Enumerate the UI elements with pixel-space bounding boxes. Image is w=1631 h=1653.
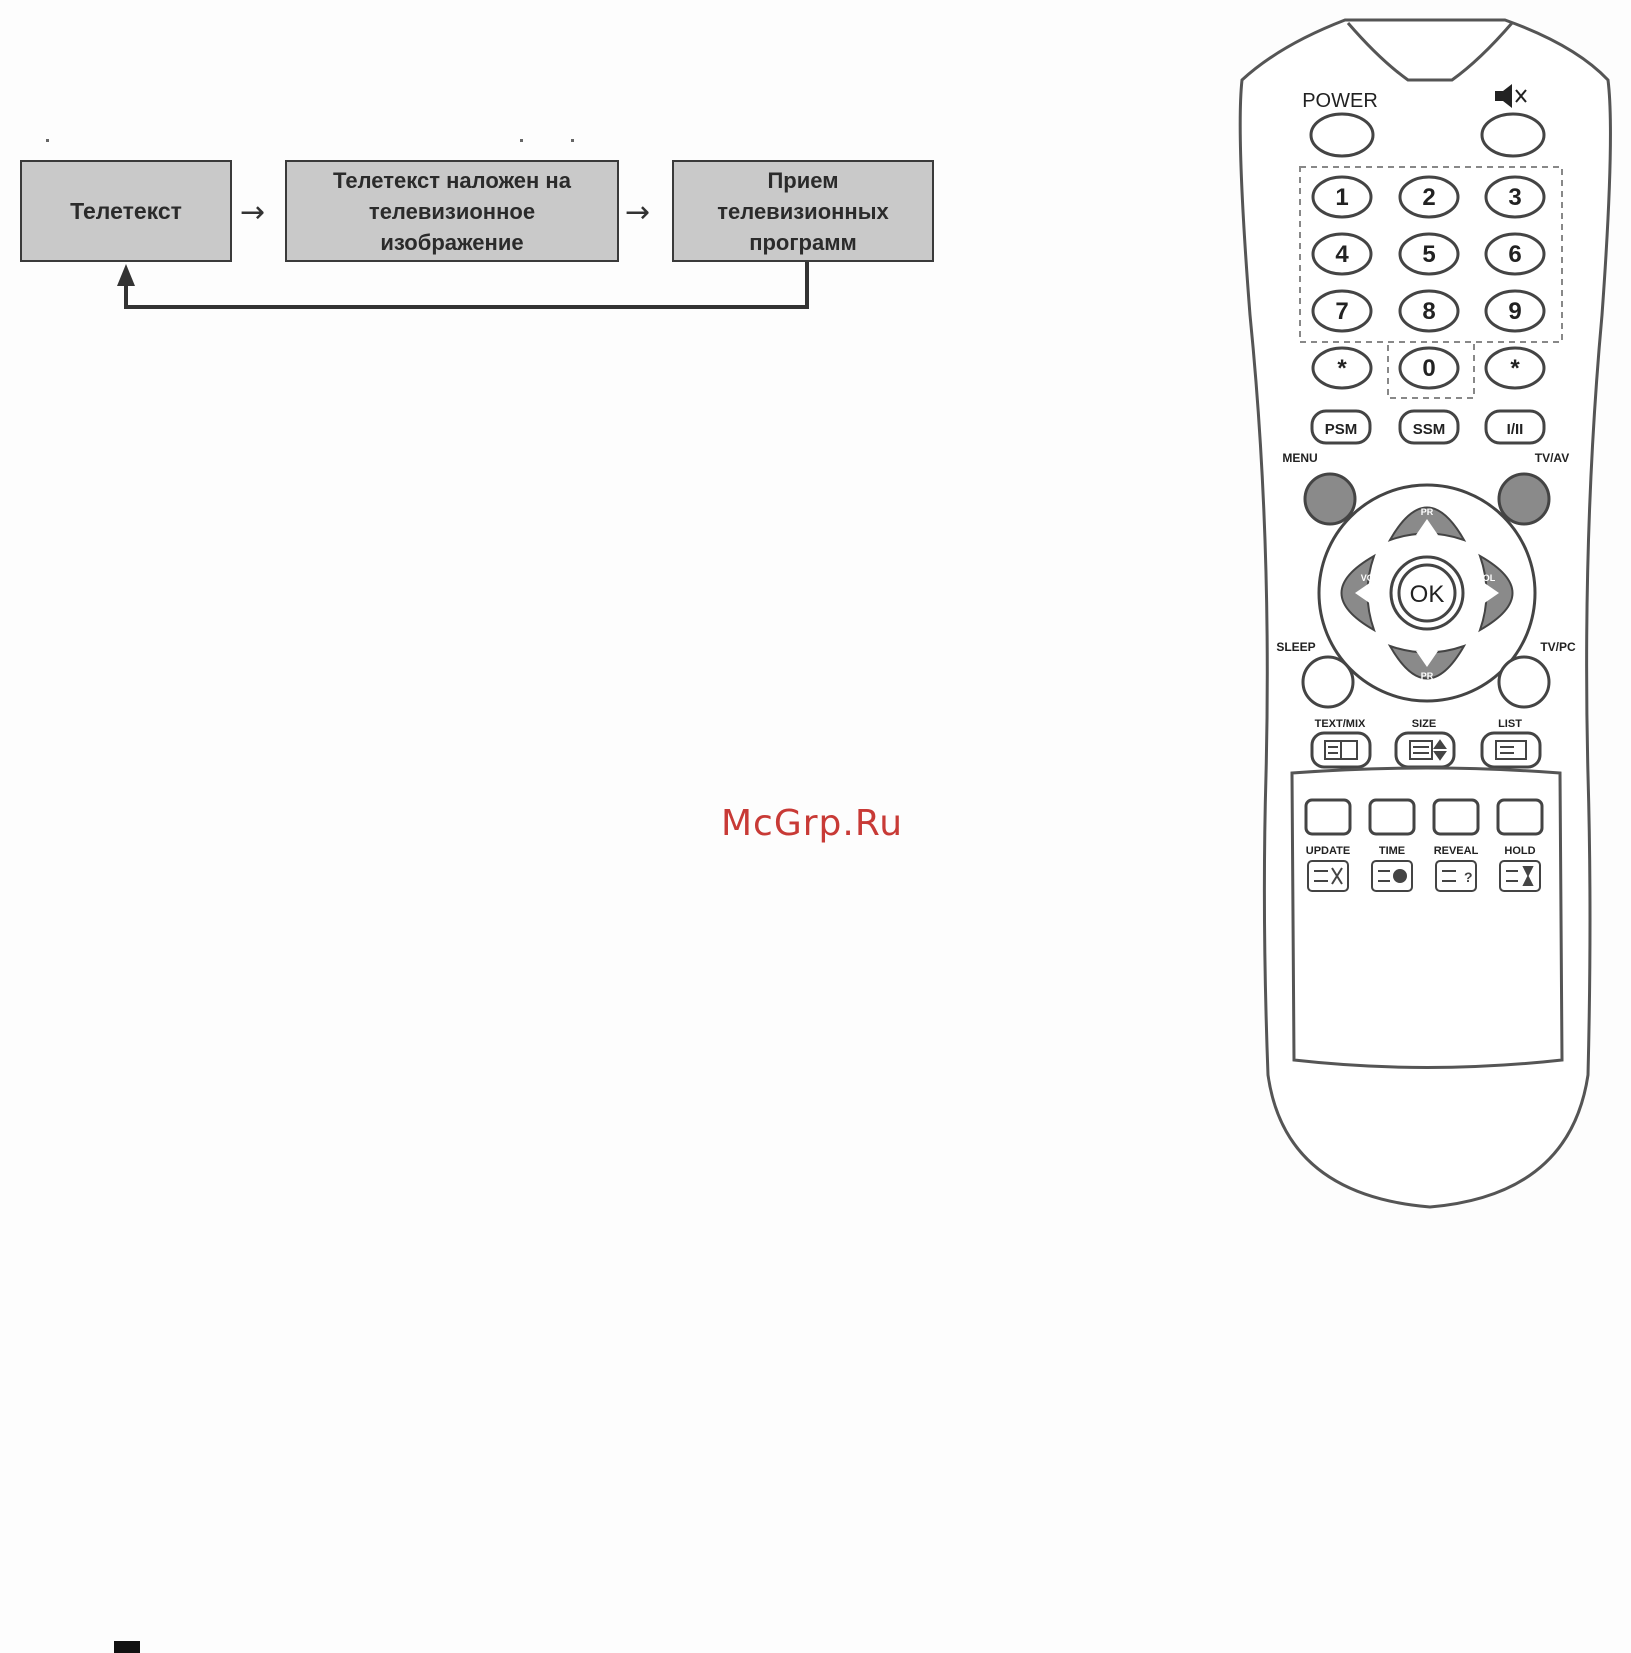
digit-2-label: 2 [1422,184,1435,211]
digit-7-label: 7 [1335,298,1348,325]
digit-8-label: 8 [1422,298,1435,325]
list-label: LIST [1498,718,1522,730]
power-button[interactable] [1311,114,1373,156]
reveal-label: REVEAL [1434,845,1479,857]
star-right-label: * [1510,355,1520,382]
page-mark [114,1641,140,1653]
pr-up-label: PR [1421,507,1434,517]
digit-0-label: 0 [1422,355,1435,382]
tv-av-button[interactable] [1499,474,1549,524]
digit-6-label: 6 [1508,241,1521,268]
digit-5-label: 5 [1422,241,1435,268]
size-button[interactable] [1396,733,1454,767]
red-button[interactable] [1306,800,1350,834]
psm-label: PSM [1325,421,1358,438]
i-ii-label: I/II [1507,421,1524,438]
size-label: SIZE [1412,718,1436,730]
ok-label: OK [1410,581,1445,608]
vol-left-label: VOL [1361,573,1380,583]
ssm-label: SSM [1413,421,1446,438]
star-left-label: * [1337,355,1347,382]
yellow-button[interactable] [1434,800,1478,834]
tv-pc-label: TV/PC [1540,640,1576,654]
pr-down-label: PR [1421,671,1434,681]
remote-control: POWER 1 2 3 4 5 6 7 8 9 * 0 * PSM SSM I/II MENU TV/… [1230,15,1630,1215]
tv-pc-button[interactable] [1499,657,1549,707]
text-mix-label: TEXT/MIX [1315,718,1366,730]
vol-right-label: VOL [1477,573,1496,583]
blue-button[interactable] [1498,800,1542,834]
digit-1-label: 1 [1335,184,1348,211]
power-label: POWER [1302,90,1378,112]
watermark: McGrp.Ru [721,803,903,844]
hold-label: HOLD [1504,845,1535,857]
mute-button[interactable] [1482,114,1544,156]
sleep-button[interactable] [1303,657,1353,707]
green-button[interactable] [1370,800,1414,834]
sleep-label: SLEEP [1276,640,1315,654]
feedback-connector [0,0,1000,330]
menu-button[interactable] [1305,474,1355,524]
update-label: UPDATE [1306,845,1350,857]
list-button[interactable] [1482,733,1540,767]
time-label: TIME [1379,845,1405,857]
svg-text:?: ? [1464,869,1473,885]
digit-3-label: 3 [1508,184,1521,211]
digit-4-label: 4 [1335,241,1349,268]
digit-9-label: 9 [1508,298,1521,325]
tv-av-label: TV/AV [1535,451,1569,465]
menu-label: MENU [1282,451,1317,465]
